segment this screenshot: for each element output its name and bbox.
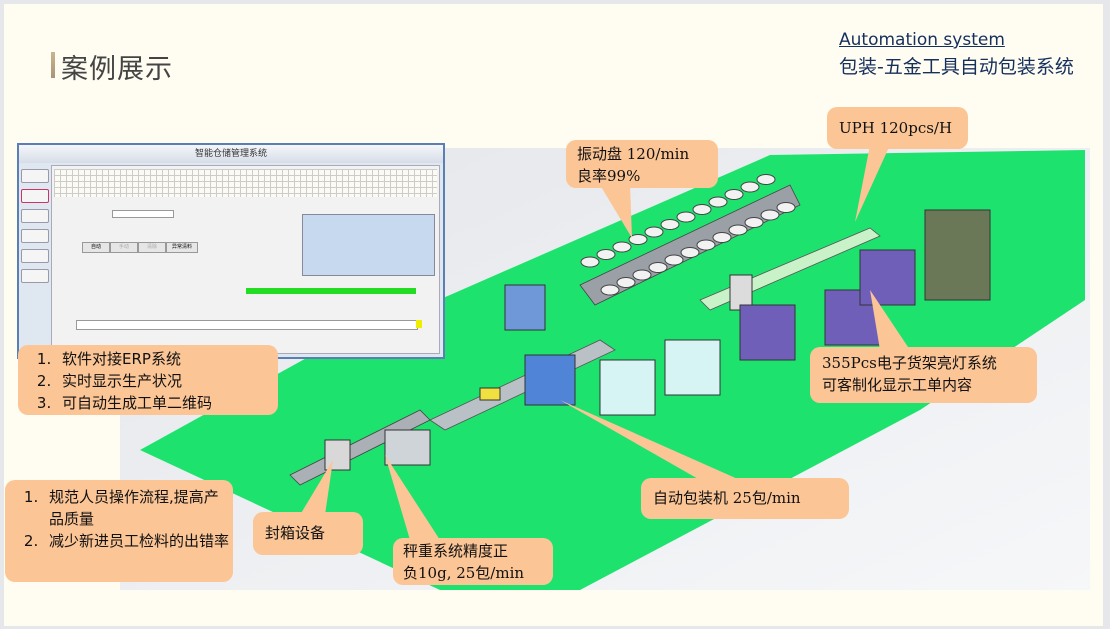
feeder-bowl: [616, 277, 636, 288]
feeder-machine: [504, 284, 546, 331]
callout-packing: 自动包装机 25包/min: [641, 478, 849, 519]
callout-process: 规范人员操作流程,提高产品质量减少新进员工检料的出错率: [5, 480, 233, 582]
callout-line: 振动盘 120/min: [577, 145, 690, 163]
software-log: [302, 214, 435, 276]
feeder-bowl: [744, 217, 764, 228]
shelf-unit: [664, 339, 721, 396]
software-flow-diagram: [56, 286, 435, 356]
electronic-shelves: [599, 249, 916, 416]
feeder-bowl: [708, 196, 728, 208]
feeder-bowl: [596, 249, 616, 260]
feeder-bowl: [724, 189, 744, 200]
feeder-bowl: [632, 269, 652, 281]
feeder-bowl: [740, 181, 760, 193]
storage-rack: [924, 209, 991, 301]
software-screenshot: 智能仓储管理系统 自动 手动 清除 异常清料: [17, 143, 445, 359]
callout-item: 软件对接ERP系统: [56, 348, 278, 370]
feeder-bowl: [692, 204, 712, 215]
feeder-bowl: [580, 256, 600, 268]
shelf-unit: [599, 359, 656, 416]
callout-item: 减少新进员工检料的出错率: [43, 530, 233, 552]
software-input: [112, 210, 174, 218]
callout-item: 可自动生成工单二维码: [56, 392, 278, 414]
feeder-bowl: [660, 219, 680, 230]
software-button-auto: 自动: [82, 242, 110, 253]
shelf-unit: [859, 249, 916, 306]
callout-item: 实时显示生产状况: [56, 370, 278, 392]
software-main: 自动 手动 清除 异常清料: [51, 165, 440, 354]
callout-sealing: 封箱设备: [253, 512, 363, 555]
feeder-bowl: [696, 239, 716, 251]
feeder-bowl: [648, 262, 668, 273]
feeder-bowl: [756, 174, 776, 185]
callout-line: 秤重系统精度正: [403, 542, 509, 560]
software-sidebar: [21, 165, 49, 355]
feeder-bowl: [680, 247, 700, 258]
software-button-manual: 手动: [110, 242, 138, 253]
feeder-bowl: [600, 284, 620, 296]
callout-line: 良率99%: [577, 167, 641, 185]
callout-software: 软件对接ERP系统实时显示生产状况可自动生成工单二维码: [18, 345, 278, 415]
callout-line: 负10g, 25包/min: [403, 564, 525, 582]
callout-line: 355Pcs电子货架亮灯系统: [822, 354, 997, 372]
software-button-clear: 清除: [138, 242, 166, 253]
yellow-bin: [479, 387, 501, 401]
callout-vibration: 振动盘 120/min 良率99%: [566, 140, 718, 188]
shelf-unit: [739, 304, 796, 361]
callout-uph: UPH 120pcs/H: [827, 107, 968, 149]
software-window-title: 智能仓储管理系统: [19, 145, 443, 163]
feeder-units: [580, 174, 796, 296]
feeder-bowl: [612, 241, 632, 253]
page-title: 案例展示: [61, 54, 173, 85]
feeder-bowl: [712, 232, 732, 243]
feeder-bowl: [644, 226, 664, 238]
title-accent-bar: [51, 52, 55, 78]
callout-line: 可客制化显示工单内容: [822, 376, 973, 394]
callout-weighing: 秤重系统精度正负10g, 25包/min: [393, 538, 553, 585]
weighing-station: [384, 429, 431, 466]
sealing-machine: [324, 439, 351, 471]
feeder-bowl: [728, 224, 748, 236]
feeder-bowl: [628, 234, 648, 245]
feeder-bowl: [760, 209, 780, 221]
callout-item: 规范人员操作流程,提高产品质量: [43, 486, 233, 530]
subtitle-english: Automation system: [839, 30, 1005, 50]
feeder-bowl: [676, 211, 696, 223]
feeder-bowl: [664, 254, 684, 266]
callout-shelf: 355Pcs电子货架亮灯系统可客制化显示工单内容: [810, 347, 1037, 403]
subtitle-chinese: 包装-五金工具自动包装系统: [839, 56, 1074, 78]
feeder-bowl: [776, 202, 796, 213]
storage-grid: [54, 169, 437, 197]
software-button-exception: 异常清料: [166, 242, 198, 253]
packing-machine: [524, 354, 576, 406]
